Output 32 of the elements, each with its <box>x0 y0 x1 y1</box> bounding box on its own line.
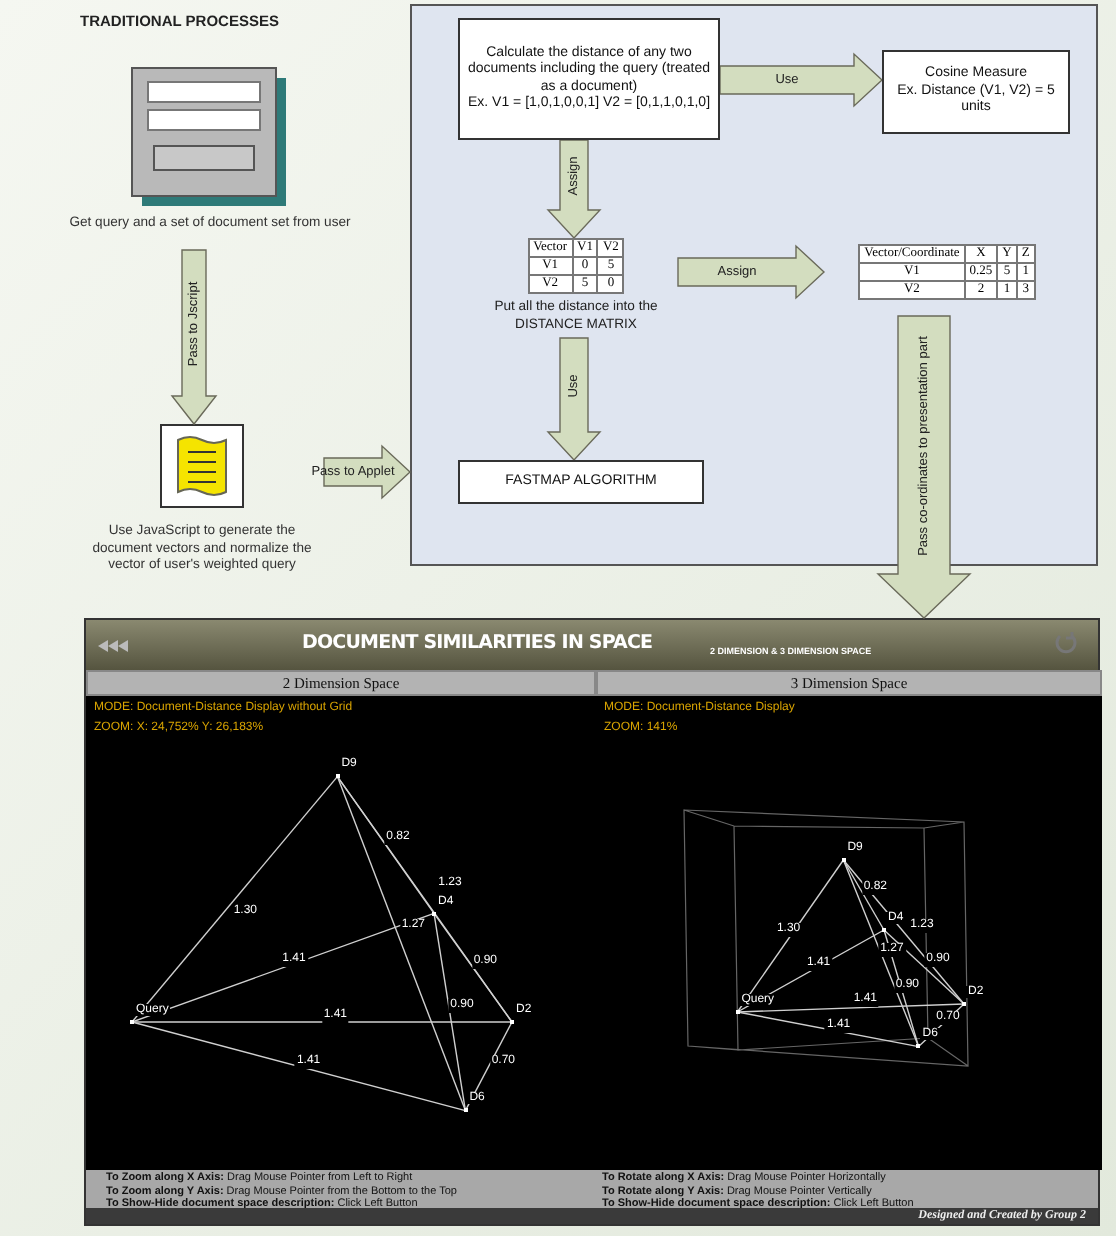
connector-line <box>736 1011 920 1048</box>
connector-line <box>842 859 965 1005</box>
block-arrow <box>876 315 972 619</box>
connector-line <box>736 859 845 1013</box>
connector-line <box>433 912 467 1112</box>
process-box <box>882 50 1070 134</box>
block-arrow <box>546 139 602 240</box>
connector-line <box>131 1021 513 1023</box>
connector-line <box>842 859 920 1048</box>
connector-line <box>736 929 885 1013</box>
block-arrow <box>546 337 602 462</box>
connector-line <box>131 1021 467 1112</box>
connector-line <box>464 1021 513 1112</box>
process-box <box>458 460 704 504</box>
connector-line <box>736 1003 965 1013</box>
block-arrow <box>719 52 884 108</box>
app-title: DOCUMENT SIMILARITIES IN SPACE <box>302 632 653 654</box>
connector-line <box>883 929 920 1048</box>
connector-line <box>842 859 885 931</box>
connector-line <box>131 775 339 1023</box>
block-arrow <box>170 249 218 426</box>
block-arrow <box>323 444 412 500</box>
connector-line <box>883 929 965 1005</box>
connector-line <box>433 912 513 1023</box>
application-window <box>84 618 1100 1226</box>
connector-line <box>336 775 467 1112</box>
connector-line <box>131 912 435 1023</box>
block-arrow <box>677 244 826 300</box>
connector-line <box>917 1003 965 1048</box>
process-box <box>458 18 720 140</box>
display-pane <box>596 670 1102 1170</box>
process-panel <box>410 4 1098 566</box>
